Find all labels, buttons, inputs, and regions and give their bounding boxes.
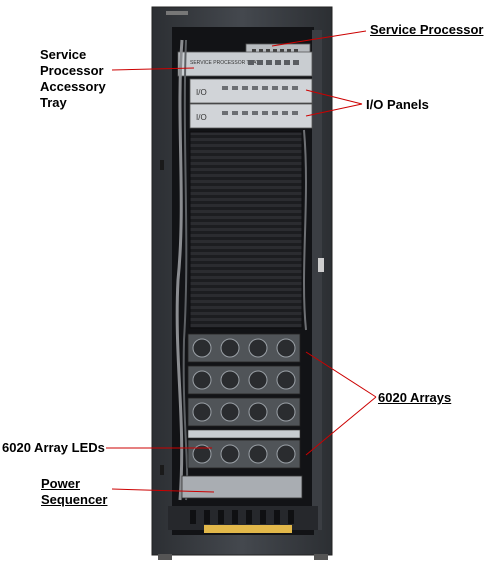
cable-bundle-left — [175, 39, 184, 501]
array-6020-3 — [187, 397, 301, 427]
label-service-processor: Service Processor — [370, 22, 484, 37]
callout-line-array-top — [305, 351, 377, 398]
callout-line-io-panel-2 — [305, 103, 363, 117]
rack-top-badge — [166, 11, 188, 15]
callout-line-service-processor — [271, 30, 367, 47]
callout-line-accessory-tray — [111, 67, 195, 71]
label-6020-array-leds: 6020 Array LEDs — [2, 440, 105, 455]
io-panel-1 — [189, 78, 313, 104]
label-power-sequencer: Power Sequencer — [41, 476, 108, 507]
array-6020-1 — [187, 333, 301, 363]
rack-foot-right — [314, 554, 328, 560]
label-io-panels: I/O Panels — [366, 97, 429, 112]
io-panel-1-label: I/O — [196, 88, 207, 97]
warning-label — [204, 525, 292, 533]
label-service-processor-accessory-tray: Service Processor Accessory Tray — [40, 47, 106, 110]
callout-line-array-bottom — [305, 396, 377, 456]
door-latch — [318, 258, 324, 272]
filler-panels — [190, 132, 302, 328]
tray-faceplate-text: SERVICE PROCESSOR TRAY — [190, 60, 260, 66]
rack-foot-left — [158, 554, 172, 560]
io-panel-2-label: I/O — [196, 113, 207, 122]
callout-line-io-panel-1 — [305, 89, 363, 105]
label-6020-arrays: 6020 Arrays — [378, 390, 452, 405]
array-6020-4 — [187, 439, 301, 469]
callout-line-power-sequencer — [111, 488, 215, 493]
power-sequencer-unit — [181, 475, 303, 499]
io-panel-2 — [189, 103, 313, 129]
array-6020-2 — [187, 365, 301, 395]
array-led-strip — [187, 429, 301, 439]
cable-bundle-right — [303, 129, 307, 331]
